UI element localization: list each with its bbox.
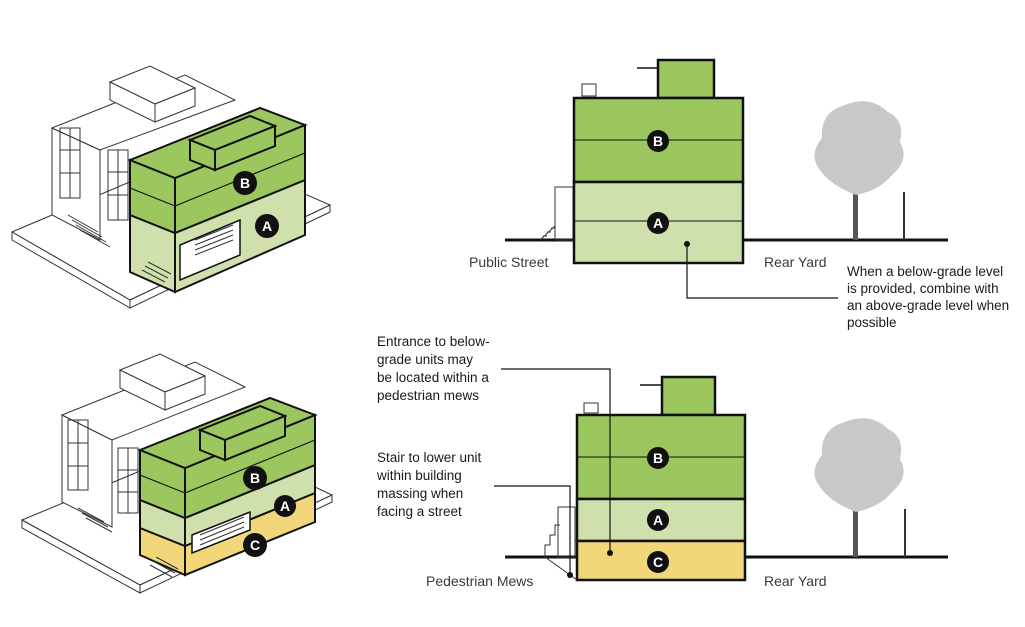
label-rear-yard: Rear Yard: [764, 254, 827, 270]
badge-c: C: [653, 554, 663, 570]
axonometric-bottom: B A C: [20, 353, 334, 594]
axonometric-top: B A: [10, 65, 332, 309]
label-rear-yard: Rear Yard: [764, 573, 827, 589]
section-bottom: B A C Pedestrian Mews Rear Yard Entrance…: [376, 334, 948, 589]
badge-a: A: [653, 215, 663, 231]
note-entrance-2: grade units may: [377, 352, 473, 367]
badge-a: A: [653, 512, 663, 528]
tree-icon: [814, 418, 906, 557]
note-stair-1: Stair to lower unit: [377, 450, 482, 465]
note-entrance-4: pedestrian mews: [377, 388, 479, 403]
note-entrance-3: be located within a: [377, 370, 489, 385]
note-stair-2: within building: [376, 468, 462, 483]
label-public-street: Public Street: [469, 254, 548, 270]
note-below-grade-4: possible: [847, 315, 897, 330]
note-below-grade-3: an above-grade level when: [847, 298, 1009, 313]
badge-c: C: [250, 537, 260, 553]
section-top: B A Public Street Rear Yard When a below…: [469, 58, 1009, 330]
note-below-grade-1: When a below-grade level: [847, 264, 1003, 279]
badge-b: B: [250, 470, 260, 486]
note-stair-3: massing when: [377, 486, 463, 501]
label-pedestrian-mews: Pedestrian Mews: [426, 573, 533, 589]
badge-b: B: [653, 450, 663, 466]
badge-b: B: [240, 175, 250, 191]
tree-icon: [814, 101, 905, 240]
note-below-grade-2: is provided, combine with: [847, 281, 999, 296]
badge-b: B: [653, 133, 663, 149]
badge-a: A: [262, 218, 272, 234]
note-entrance-1: Entrance to below-: [377, 334, 490, 349]
badge-a: A: [280, 498, 290, 514]
note-stair-4: facing a street: [377, 504, 462, 519]
